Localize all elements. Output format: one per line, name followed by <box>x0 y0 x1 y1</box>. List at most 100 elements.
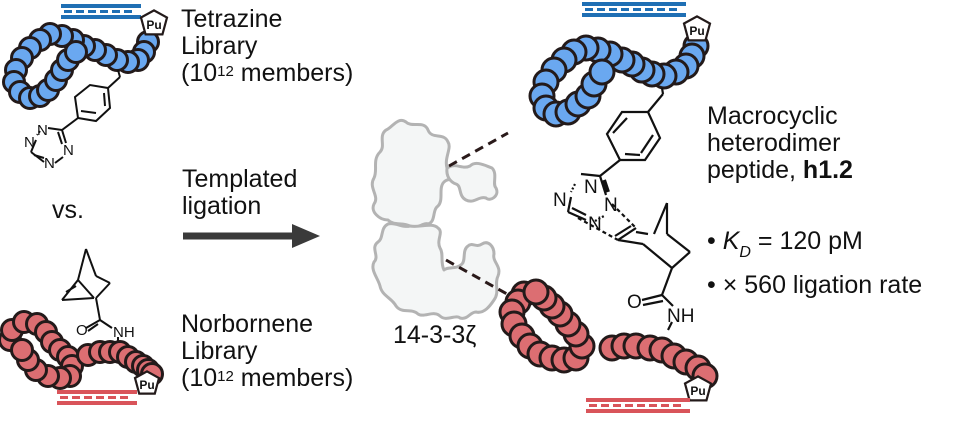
barcode-base-pair <box>613 404 621 407</box>
barcode-base-pair <box>625 404 633 407</box>
reaction-arrow-icon <box>183 224 320 248</box>
atom-n: N <box>553 190 567 211</box>
bullet-icon: • <box>707 271 716 299</box>
count-suffix: members) <box>233 59 354 87</box>
atom-n: N <box>63 142 74 159</box>
barcode-base-pair <box>96 396 104 399</box>
product-ligated-core-icon <box>566 87 691 331</box>
barcode-base-pair <box>585 8 593 11</box>
atom-o: O <box>76 322 88 339</box>
barcode-base-pair <box>673 404 681 407</box>
barcode-base-pair <box>120 396 128 399</box>
kd-value: = 120 pM <box>750 227 863 255</box>
barcode-base-pair <box>657 8 665 11</box>
product-barcode-red-icon <box>586 398 690 413</box>
amino-acid-bead <box>522 278 550 306</box>
pentagon-shape <box>682 15 712 42</box>
pentagon-shape <box>683 375 713 402</box>
barcode-strand <box>57 401 137 405</box>
reaction-line1: Templated <box>182 165 298 193</box>
barcode-base-pair <box>124 10 132 13</box>
barcode-base-pair <box>633 8 641 11</box>
reaction-line2: ligation <box>182 192 262 220</box>
puromycin-tag-icon: Pu <box>682 15 712 42</box>
tetrazine-atom-labels: N N N N <box>24 122 74 172</box>
pentagon-shape <box>139 9 169 36</box>
barcode-base-pair <box>645 8 653 11</box>
barcode-strand <box>61 4 141 8</box>
kd-bullet: • KD = 120 pM <box>707 227 863 262</box>
product-peptide-chain-red <box>498 278 719 390</box>
barcode-strand <box>61 15 141 19</box>
barcode-base-pair <box>621 8 629 11</box>
count-base: (10 <box>181 59 218 87</box>
barcode-base-pair <box>108 396 116 399</box>
norbornene-molecule-icon <box>61 248 119 346</box>
norbornene-subtitle: Library <box>181 337 258 365</box>
atom-n: N <box>588 214 602 235</box>
barcode-base-pair <box>64 10 72 13</box>
atom-n: N <box>24 134 35 151</box>
tetrazine-barcode-icon <box>61 4 141 19</box>
amino-acid-bead <box>10 338 34 362</box>
product-prefix: peptide, <box>707 156 803 184</box>
barcode-strand <box>586 398 690 402</box>
protein-label: 14-3-3ζ <box>393 321 477 349</box>
barcode-base-pair <box>112 10 120 13</box>
tetrazine-library-label: Tetrazine Library (1012 members) <box>181 6 353 87</box>
kd-subscript: D <box>739 244 751 261</box>
barcode-base-pair <box>88 10 96 13</box>
norbornene-peptide-chain <box>0 310 164 390</box>
tetrazine-molecule-icon <box>30 69 121 164</box>
atom-o: O <box>627 292 642 313</box>
puromycin-tag-icon: Pu <box>139 9 169 36</box>
barcode-base-pair <box>609 8 617 11</box>
barcode-base-pair <box>669 8 677 11</box>
tetrazine-count: (1012 members) <box>181 60 353 87</box>
pu-text: Pu <box>139 378 154 392</box>
product-peptide-chain-blue <box>528 32 710 128</box>
tetrazine-subtitle: Library <box>181 32 258 60</box>
binding-interaction-lines <box>445 131 509 296</box>
puromycin-tag-icon: Pu <box>683 375 713 402</box>
atom-n: N <box>44 155 55 172</box>
puromycin-tag-icon: Pu <box>133 370 161 395</box>
norbornene-barcode-icon <box>57 390 137 405</box>
pentagon-shape <box>133 370 161 395</box>
barcode-base-pair <box>637 404 645 407</box>
pu-text: Pu <box>689 24 704 38</box>
barcode-base-pair <box>601 404 609 407</box>
barcode-strand <box>57 390 137 394</box>
product-line1: Macrocyclic <box>707 102 838 130</box>
atom-nh: NH <box>113 324 135 341</box>
atom-n: N <box>37 122 48 139</box>
product-barcode-blue-icon <box>582 2 686 17</box>
barcode-base-pair <box>649 404 657 407</box>
count-exponent: 12 <box>217 63 234 80</box>
rate-value: × 560 ligation rate <box>722 271 923 299</box>
kd-symbol: K <box>722 227 740 255</box>
count-base: (10 <box>181 364 218 392</box>
amino-acid-bead <box>588 58 616 86</box>
barcode-base-pair <box>84 396 92 399</box>
tetrazine-title: Tetrazine <box>181 5 283 33</box>
bullet-icon: • <box>707 227 716 255</box>
norbornene-count: (1012 members) <box>181 365 353 392</box>
barcode-base-pair <box>72 396 80 399</box>
protein-14-3-3-icon <box>370 118 501 320</box>
atom-nh: NH <box>667 306 694 327</box>
product-line2: heterodimer <box>707 129 841 157</box>
barcode-base-pair <box>597 8 605 11</box>
rate-bullet: • × 560 ligation rate <box>707 272 922 299</box>
compound-id: h1.2 <box>802 156 853 184</box>
product-label: Macrocyclic heterodimer peptide, h1.2 <box>707 103 853 184</box>
atom-n: N <box>584 177 598 198</box>
barcode-strand <box>582 13 686 17</box>
barcode-base-pair <box>589 404 597 407</box>
reaction-label: Templated ligation <box>182 166 297 220</box>
barcode-strand <box>586 409 690 413</box>
atom-n: N <box>604 195 618 216</box>
barcode-base-pair <box>76 10 84 13</box>
barcode-strand <box>582 2 686 6</box>
